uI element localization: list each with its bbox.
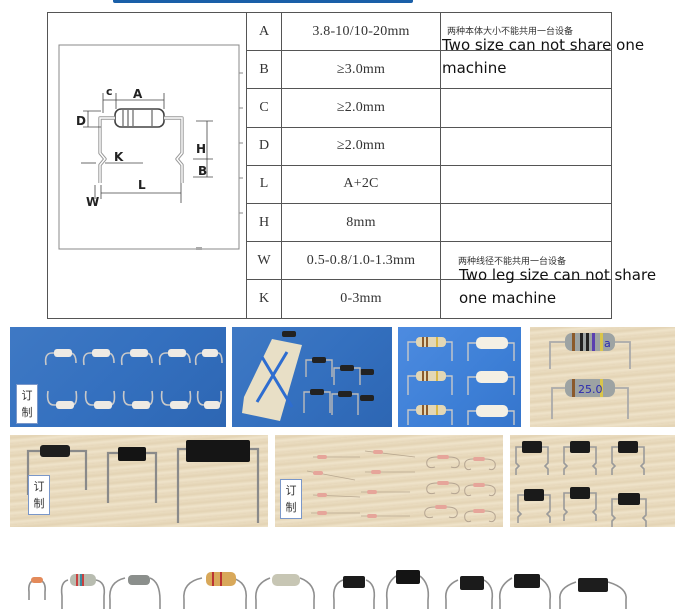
spec-label: A bbox=[247, 13, 282, 51]
spec-value: 0-3mm bbox=[282, 280, 441, 319]
spec-row-b: B ≥3.0mm bbox=[247, 51, 611, 90]
spec-value: A+2C bbox=[282, 165, 441, 203]
pcb-diodes-illustration bbox=[242, 331, 374, 421]
photo-black-diodes-formed bbox=[510, 435, 675, 527]
custom-tag: 订 制 bbox=[280, 479, 302, 519]
color-band-resistors-illustration bbox=[407, 337, 515, 425]
spec-label: D bbox=[247, 127, 282, 165]
photo-black-resistors-tall-legs: 订 制 bbox=[10, 435, 268, 527]
black-resistors-illustration bbox=[26, 440, 260, 523]
formed-resistors-illustration bbox=[44, 349, 223, 409]
spec-value: ≥3.0mm bbox=[282, 51, 441, 89]
custom-tag-char-2: 制 bbox=[33, 497, 45, 510]
spec-label: H bbox=[247, 204, 282, 242]
spec-value: ≥2.0mm bbox=[282, 89, 441, 127]
photo-component-lineup bbox=[10, 540, 675, 609]
black-diodes-illustration bbox=[515, 441, 647, 527]
svg-text:a: a bbox=[604, 337, 611, 350]
photo-color-band-resistors bbox=[398, 327, 521, 427]
spec-value: 3.8-10/10-20mm bbox=[282, 13, 441, 51]
diagram-label-b: B bbox=[198, 164, 207, 178]
custom-tag-char-1: 订 bbox=[285, 484, 297, 497]
custom-tag-char-1: 订 bbox=[21, 389, 33, 402]
custom-tag: 订 制 bbox=[28, 475, 50, 515]
svg-text:25.0: 25.0 bbox=[578, 383, 603, 396]
note-leg-size-en-line1: Two leg size can not share bbox=[459, 266, 657, 284]
diagram-label-c: c bbox=[106, 85, 113, 98]
spec-row-a: A 3.8-10/10-20mm bbox=[247, 13, 611, 52]
component-lineup-illustration bbox=[28, 570, 627, 609]
note-body-size-en-line2: machine bbox=[442, 59, 507, 77]
spec-label: C bbox=[247, 89, 282, 127]
spec-row-h: H 8mm bbox=[247, 204, 611, 243]
top-accent-bar bbox=[113, 0, 413, 3]
custom-tag-char-1: 订 bbox=[33, 480, 45, 493]
spec-row-l: L A+2C bbox=[247, 165, 611, 204]
diagram-label-h: H bbox=[196, 142, 206, 156]
note-leg-size-cn: 两种线径不能共用一台设备 bbox=[458, 257, 567, 267]
custom-tag: 订 制 bbox=[16, 384, 38, 424]
photo-glass-diodes: 订 制 bbox=[275, 435, 503, 527]
diagram-label-k: K bbox=[114, 150, 124, 164]
photo-power-resistors: a 25.0 bbox=[530, 327, 675, 427]
spec-label: B bbox=[247, 51, 282, 89]
spec-row-w: W 0.5-0.8/1.0-1.3mm bbox=[247, 242, 611, 281]
note-body-size-en-line1: Two size can not share one bbox=[442, 36, 645, 54]
diagram-label-a: A bbox=[133, 87, 143, 101]
note-leg-size-en-line2: one machine bbox=[459, 289, 557, 307]
glass-diodes-illustration bbox=[306, 450, 496, 523]
photo-white-resistors-formed: 订 制 bbox=[10, 327, 226, 427]
diagram-label-w: W bbox=[86, 195, 99, 209]
spec-note-empty bbox=[441, 166, 611, 203]
spec-label: L bbox=[247, 165, 282, 203]
custom-tag-char-2: 制 bbox=[285, 501, 297, 514]
resistor-dimension-diagram: A c D H K B L W bbox=[58, 44, 243, 250]
photo-pcb-diodes bbox=[232, 327, 392, 427]
spec-row-c: C ≥2.0mm bbox=[247, 89, 611, 128]
custom-tag-char-2: 制 bbox=[21, 406, 33, 419]
diagram-label-l: L bbox=[138, 178, 146, 192]
spec-value: 8mm bbox=[282, 204, 441, 242]
spec-row-k: K 0-3mm bbox=[247, 280, 611, 319]
spec-value: 0.5-0.8/1.0-1.3mm bbox=[282, 242, 441, 280]
spec-value: ≥2.0mm bbox=[282, 127, 441, 165]
power-resistors-illustration: a 25.0 bbox=[549, 333, 631, 419]
spec-row-d: D ≥2.0mm bbox=[247, 127, 611, 166]
spec-note-empty bbox=[441, 204, 611, 241]
spec-note-empty bbox=[441, 89, 611, 126]
spec-label: K bbox=[247, 280, 282, 319]
dimension-diagram-cell: A c D H K B L W bbox=[48, 13, 247, 318]
spec-label: W bbox=[247, 242, 282, 280]
diagram-label-d: D bbox=[76, 114, 86, 128]
spec-note-empty bbox=[441, 128, 611, 165]
spec-table: A c D H K B L W A 3.8-10/10-20mm B ≥3.0m… bbox=[47, 12, 612, 319]
note-body-size-cn: 两种本体大小不能共用一台设备 bbox=[447, 27, 574, 37]
